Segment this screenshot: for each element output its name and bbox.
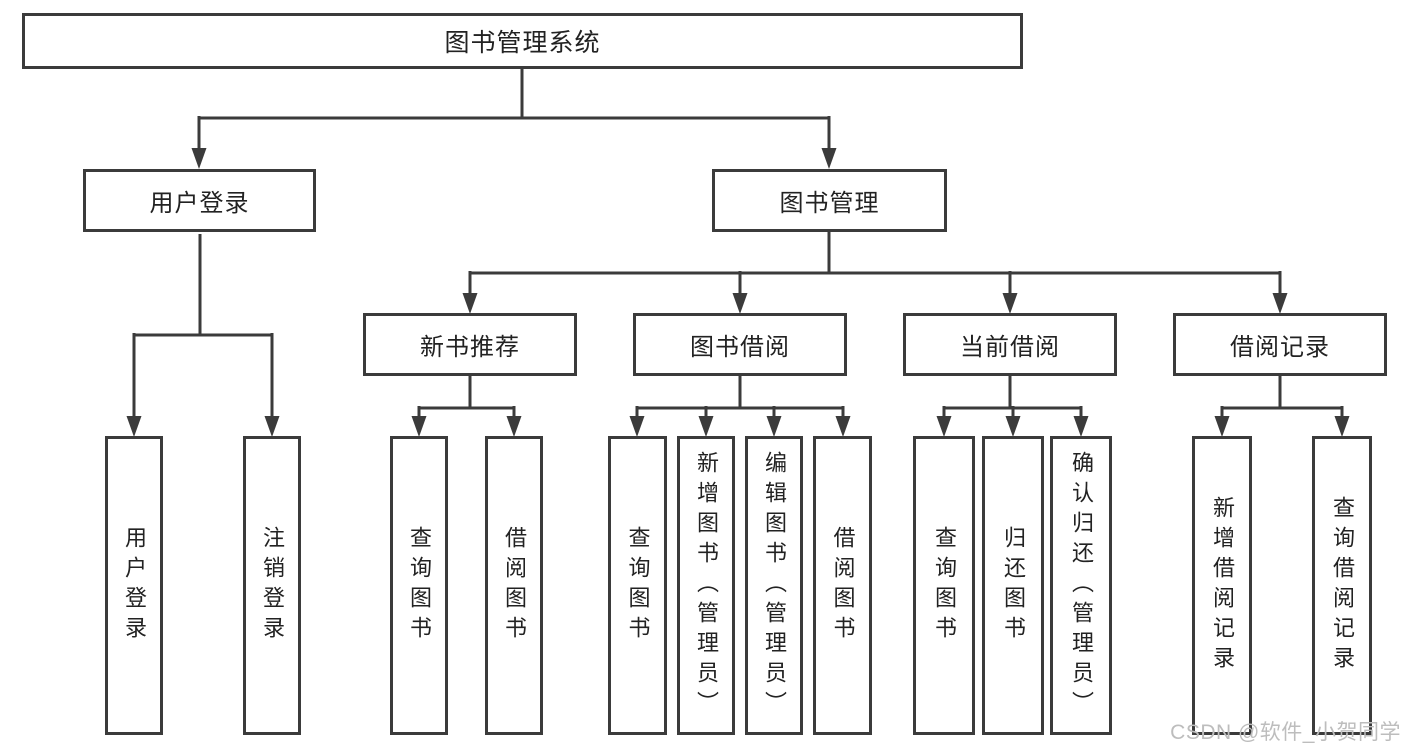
- leaf-newbook-query-books: 查询图书: [390, 436, 448, 735]
- leaf-return-books: 归还图书: [982, 436, 1044, 735]
- node-new-book-recommend: 新书推荐: [363, 313, 577, 376]
- leaf-borrow-books-label: 借阅图书: [830, 525, 856, 646]
- node-book-management: 图书管理: [712, 169, 947, 232]
- leaf-newbook-borrow-books-label: 借阅图书: [502, 525, 527, 646]
- leaf-current-query-books: 查询图书: [913, 436, 975, 735]
- leaf-edit-books-admin-label: 编辑图书（管理员）: [762, 450, 787, 721]
- leaf-query-borrow-record-label: 查询借阅记录: [1330, 495, 1355, 676]
- leaf-borrow-query-books-label: 查询图书: [625, 525, 651, 646]
- node-current-borrowing: 当前借阅: [903, 313, 1117, 376]
- node-borrow-records: 借阅记录: [1173, 313, 1387, 376]
- leaf-add-borrow-record-label: 新增借阅记录: [1210, 495, 1235, 676]
- leaf-current-query-books-label: 查询图书: [932, 525, 957, 646]
- node-library-management-system: 图书管理系统: [22, 13, 1023, 69]
- leaf-add-books-admin: 新增图书（管理员）: [677, 436, 735, 735]
- leaf-logout: 注销登录: [243, 436, 301, 735]
- leaf-add-borrow-record: 新增借阅记录: [1192, 436, 1252, 735]
- leaf-newbook-borrow-books: 借阅图书: [485, 436, 543, 735]
- leaf-confirm-return-admin-label: 确认归还（管理员）: [1069, 450, 1094, 721]
- csdn-watermark: CSDN @软件_小贺同学: [1170, 721, 1401, 744]
- arrowheads: [126, 148, 1350, 437]
- leaf-add-books-admin-label: 新增图书（管理员）: [694, 450, 719, 721]
- leaf-confirm-return-admin: 确认归还（管理员）: [1050, 436, 1112, 735]
- leaf-borrow-books: 借阅图书: [813, 436, 872, 735]
- leaf-query-borrow-record: 查询借阅记录: [1312, 436, 1372, 735]
- leaf-return-books-label: 归还图书: [1001, 525, 1026, 646]
- leaf-edit-books-admin: 编辑图书（管理员）: [745, 436, 803, 735]
- leaf-user-login: 用户登录: [105, 436, 163, 735]
- leaf-borrow-query-books: 查询图书: [608, 436, 667, 735]
- leaf-user-login-label: 用户登录: [122, 525, 147, 646]
- leaf-newbook-query-books-label: 查询图书: [407, 525, 432, 646]
- node-book-borrowing: 图书借阅: [633, 313, 847, 376]
- node-user-login: 用户登录: [83, 169, 316, 232]
- leaf-logout-label: 注销登录: [260, 525, 285, 646]
